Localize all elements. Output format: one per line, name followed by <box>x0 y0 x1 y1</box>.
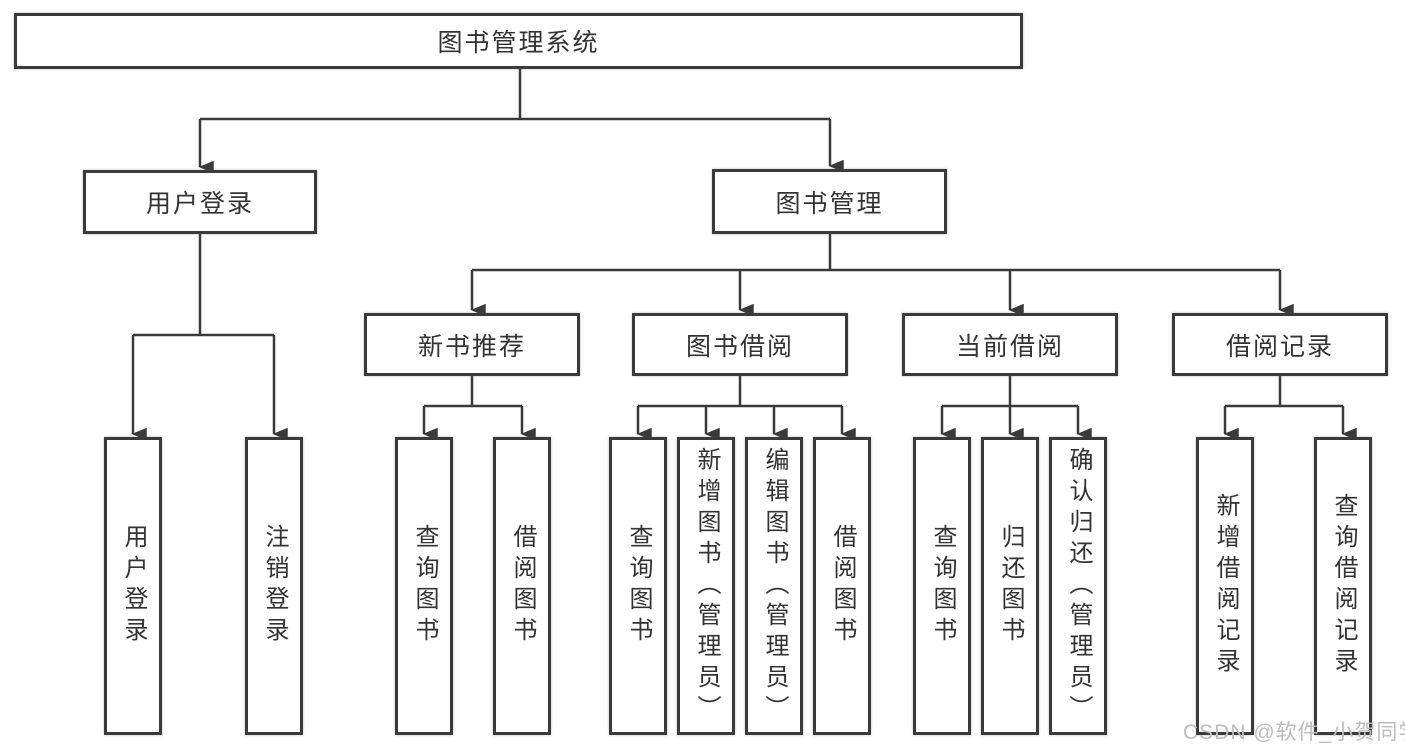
leaf-query-books-borrowing: 查询图书 <box>609 437 667 735</box>
connector-records-split <box>1225 376 1343 408</box>
leaf-user-login: 用户登录 <box>104 437 162 735</box>
node-current-borrowing-label: 当前借阅 <box>955 332 1064 361</box>
node-new-book-recommend-label: 新书推荐 <box>417 332 526 361</box>
leaf-query-books-current-label: 查询图书 <box>929 524 956 648</box>
node-book-management: 图书管理 <box>712 169 947 234</box>
node-book-management-label: 图书管理 <box>775 189 884 218</box>
leaf-borrow-books-newbook: 借阅图书 <box>493 437 551 735</box>
connector-newbook-split <box>424 376 522 408</box>
connector-management-split <box>472 234 1280 272</box>
leaf-query-books-borrowing-label: 查询图书 <box>625 524 652 648</box>
leaf-borrow-books-borrowing-label: 借阅图书 <box>829 524 856 648</box>
leaf-edit-book-admin-label: 编辑图书（管理员） <box>761 446 788 726</box>
leaf-confirm-return-admin-label: 确认归还（管理员） <box>1065 446 1092 726</box>
node-borrowing-records-label: 借阅记录 <box>1225 332 1334 361</box>
connector-root-split <box>200 68 830 121</box>
node-user-login: 用户登录 <box>83 170 317 234</box>
leaf-borrow-books-borrowing: 借阅图书 <box>813 437 871 735</box>
leaf-query-borrow-record-label: 查询借阅记录 <box>1330 493 1357 679</box>
leaf-borrow-books-newbook-label: 借阅图书 <box>509 524 536 648</box>
node-new-book-recommend: 新书推荐 <box>364 313 580 376</box>
node-borrowing-records: 借阅记录 <box>1172 313 1388 376</box>
node-user-login-label: 用户登录 <box>145 190 254 218</box>
leaf-add-book-admin-label: 新增图书（管理员） <box>693 446 720 726</box>
connector-group <box>131 68 1357 441</box>
leaf-query-books-newbook: 查询图书 <box>395 437 453 735</box>
node-book-borrowing-label: 图书借阅 <box>685 332 794 361</box>
leaf-user-login-label: 用户登录 <box>120 524 147 648</box>
connector-current-split <box>942 376 1078 408</box>
connector-borrowing-split <box>638 376 842 408</box>
node-book-borrowing: 图书借阅 <box>632 313 848 376</box>
leaf-add-borrow-record: 新增借阅记录 <box>1196 437 1254 735</box>
leaf-add-book-admin: 新增图书（管理员） <box>677 437 735 735</box>
node-current-borrowing: 当前借阅 <box>902 313 1118 376</box>
csdn-watermark: CSDN @软件_小贺同学 <box>1183 721 1405 744</box>
connector-login-split <box>133 234 274 337</box>
leaf-add-borrow-record-label: 新增借阅记录 <box>1212 493 1239 679</box>
leaf-query-books-newbook-label: 查询图书 <box>411 524 438 648</box>
node-library-management-system-label: 图书管理系统 <box>437 29 600 57</box>
leaf-edit-book-admin: 编辑图书（管理员） <box>745 437 803 735</box>
leaf-logout: 注销登录 <box>245 437 303 735</box>
leaf-query-books-current: 查询图书 <box>913 437 971 735</box>
leaf-return-book: 归还图书 <box>981 437 1039 735</box>
leaf-logout-label: 注销登录 <box>261 524 288 648</box>
leaf-query-borrow-record: 查询借阅记录 <box>1314 437 1372 735</box>
leaf-return-book-label: 归还图书 <box>997 524 1024 648</box>
node-library-management-system: 图书管理系统 <box>14 13 1023 69</box>
leaf-confirm-return-admin: 确认归还（管理员） <box>1049 437 1107 735</box>
